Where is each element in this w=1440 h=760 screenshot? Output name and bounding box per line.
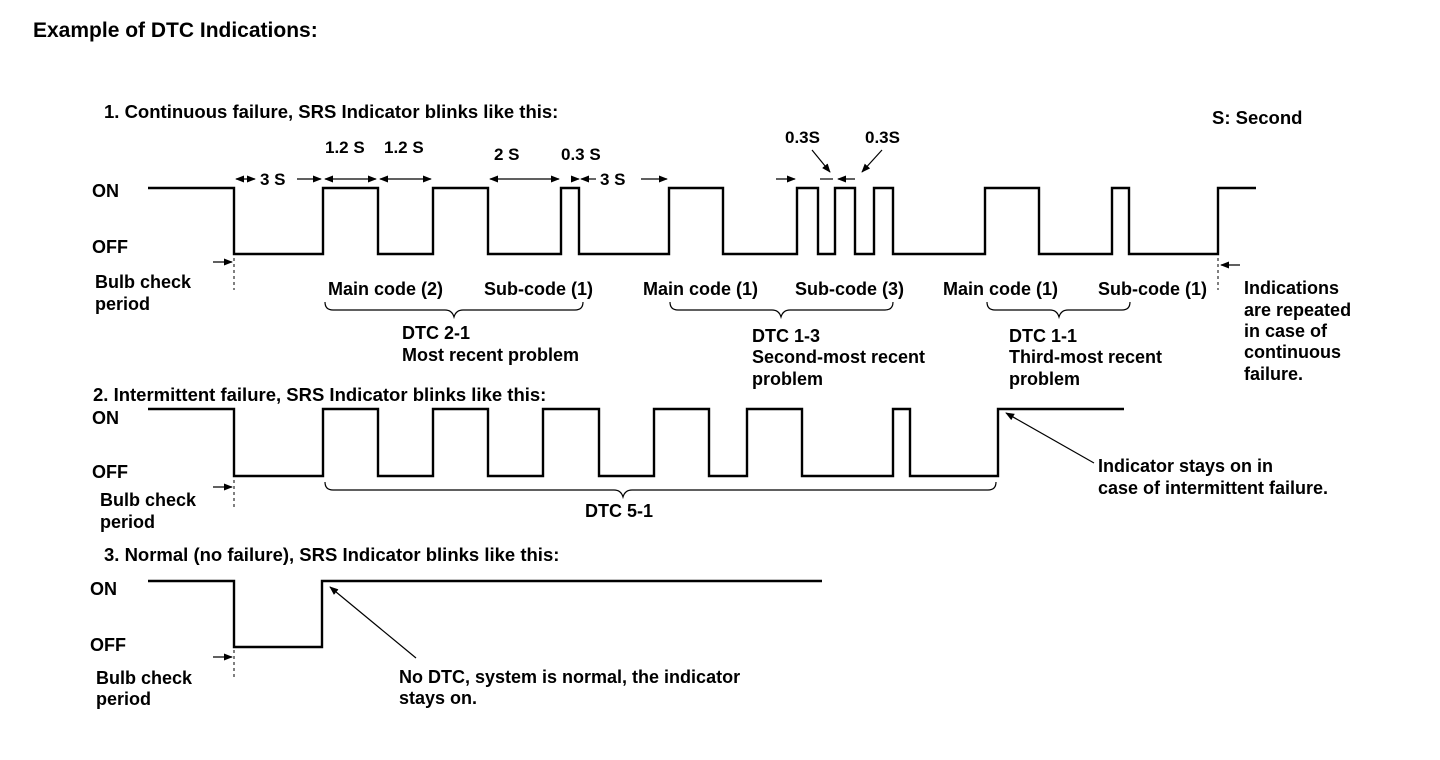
s1-repeat-note-2: are repeated — [1244, 300, 1351, 320]
s1-dtc-1-3-desc2: problem — [752, 369, 823, 389]
s1-brace-dtc-1-3 — [669, 301, 894, 320]
dim-0-3s-b: 0.3S — [785, 128, 820, 147]
section3-heading: 3. Normal (no failure), SRS Indicator bl… — [104, 544, 559, 565]
s3-on-label: ON — [90, 579, 117, 599]
page-title: Example of DTC Indications: — [33, 19, 318, 42]
s3-note-pointer — [329, 586, 417, 659]
s1-brace-dtc-2-1 — [324, 301, 584, 320]
s1-dtc-1-1-desc2: problem — [1009, 369, 1080, 389]
s1-code-main-2: Main code (2) — [328, 279, 443, 299]
s2-on-label: ON — [92, 408, 119, 428]
s1-code-main-1: Main code (1) — [643, 279, 758, 299]
s3-waveform — [148, 579, 822, 649]
s1-off-label: OFF — [92, 237, 128, 257]
s1-dtc-2-1-desc: Most recent problem — [402, 345, 579, 365]
section1-heading: 1. Continuous failure, SRS Indicator bli… — [104, 101, 558, 122]
s1-brace-dtc-1-1 — [986, 301, 1131, 320]
s1-dtc-1-3-desc1: Second-most recent — [752, 347, 925, 367]
s1-repeat-note-5: failure. — [1244, 364, 1303, 384]
s1-repeat-note-4: continuous — [1244, 342, 1341, 362]
s2-bulb-check-line1: Bulb check — [100, 490, 197, 510]
s1-dtc-1-1: DTC 1-1 — [1009, 326, 1077, 346]
s2-note-line2: case of intermittent failure. — [1098, 478, 1328, 498]
s2-waveform — [148, 407, 1124, 478]
s3-off-label: OFF — [90, 635, 126, 655]
s2-bulb-check-line2: period — [100, 512, 155, 532]
s2-brace-dtc-5-1 — [324, 481, 997, 500]
s3-bulb-check-line1: Bulb check — [96, 668, 193, 688]
section2-heading: 2. Intermittent failure, SRS Indicator b… — [93, 384, 546, 405]
dim-1-2s-b: 1.2 S — [384, 138, 424, 157]
s1-waveform — [148, 186, 1256, 256]
s1-code-main-1b: Main code (1) — [943, 279, 1058, 299]
s2-dtc-5-1: DTC 5-1 — [585, 501, 653, 521]
dim-2s: 2 S — [494, 145, 520, 164]
s1-dtc-2-1: DTC 2-1 — [402, 323, 470, 343]
s3-bulb-check-line2: period — [96, 689, 151, 709]
s3-note-line2: stays on. — [399, 688, 477, 708]
s1-code-sub-1: Sub-code (1) — [484, 279, 593, 299]
s1-on-label: ON — [92, 181, 119, 201]
dim-1-2s-a: 1.2 S — [325, 138, 365, 157]
s1-code-sub-1b: Sub-code (1) — [1098, 279, 1207, 299]
s2-note-line1: Indicator stays on in — [1098, 456, 1273, 476]
s1-repeat-note-1: Indications — [1244, 278, 1339, 298]
dim-0-3s-c-pointer — [861, 149, 883, 173]
dim-3s-a: 3 S — [260, 170, 286, 189]
s1-code-sub-3: Sub-code (3) — [795, 279, 904, 299]
s1-dtc-1-1-desc1: Third-most recent — [1009, 347, 1162, 367]
s3-note-line1: No DTC, system is normal, the indicator — [399, 667, 740, 687]
s1-bulb-check-line2: period — [95, 294, 150, 314]
dim-0-3s-c: 0.3S — [865, 128, 900, 147]
s2-off-label: OFF — [92, 462, 128, 482]
dim-0-3s-a: 0.3 S — [561, 145, 601, 164]
dim-0-3s-b-pointer — [811, 149, 831, 173]
s2-note-pointer — [1005, 412, 1095, 464]
s1-bulb-check-line1: Bulb check — [95, 272, 192, 292]
s1-repeat-note-3: in case of — [1244, 321, 1328, 341]
unit-legend: S: Second — [1212, 107, 1302, 128]
dim-3s-b: 3 S — [600, 170, 626, 189]
s1-dtc-1-3: DTC 1-3 — [752, 326, 820, 346]
